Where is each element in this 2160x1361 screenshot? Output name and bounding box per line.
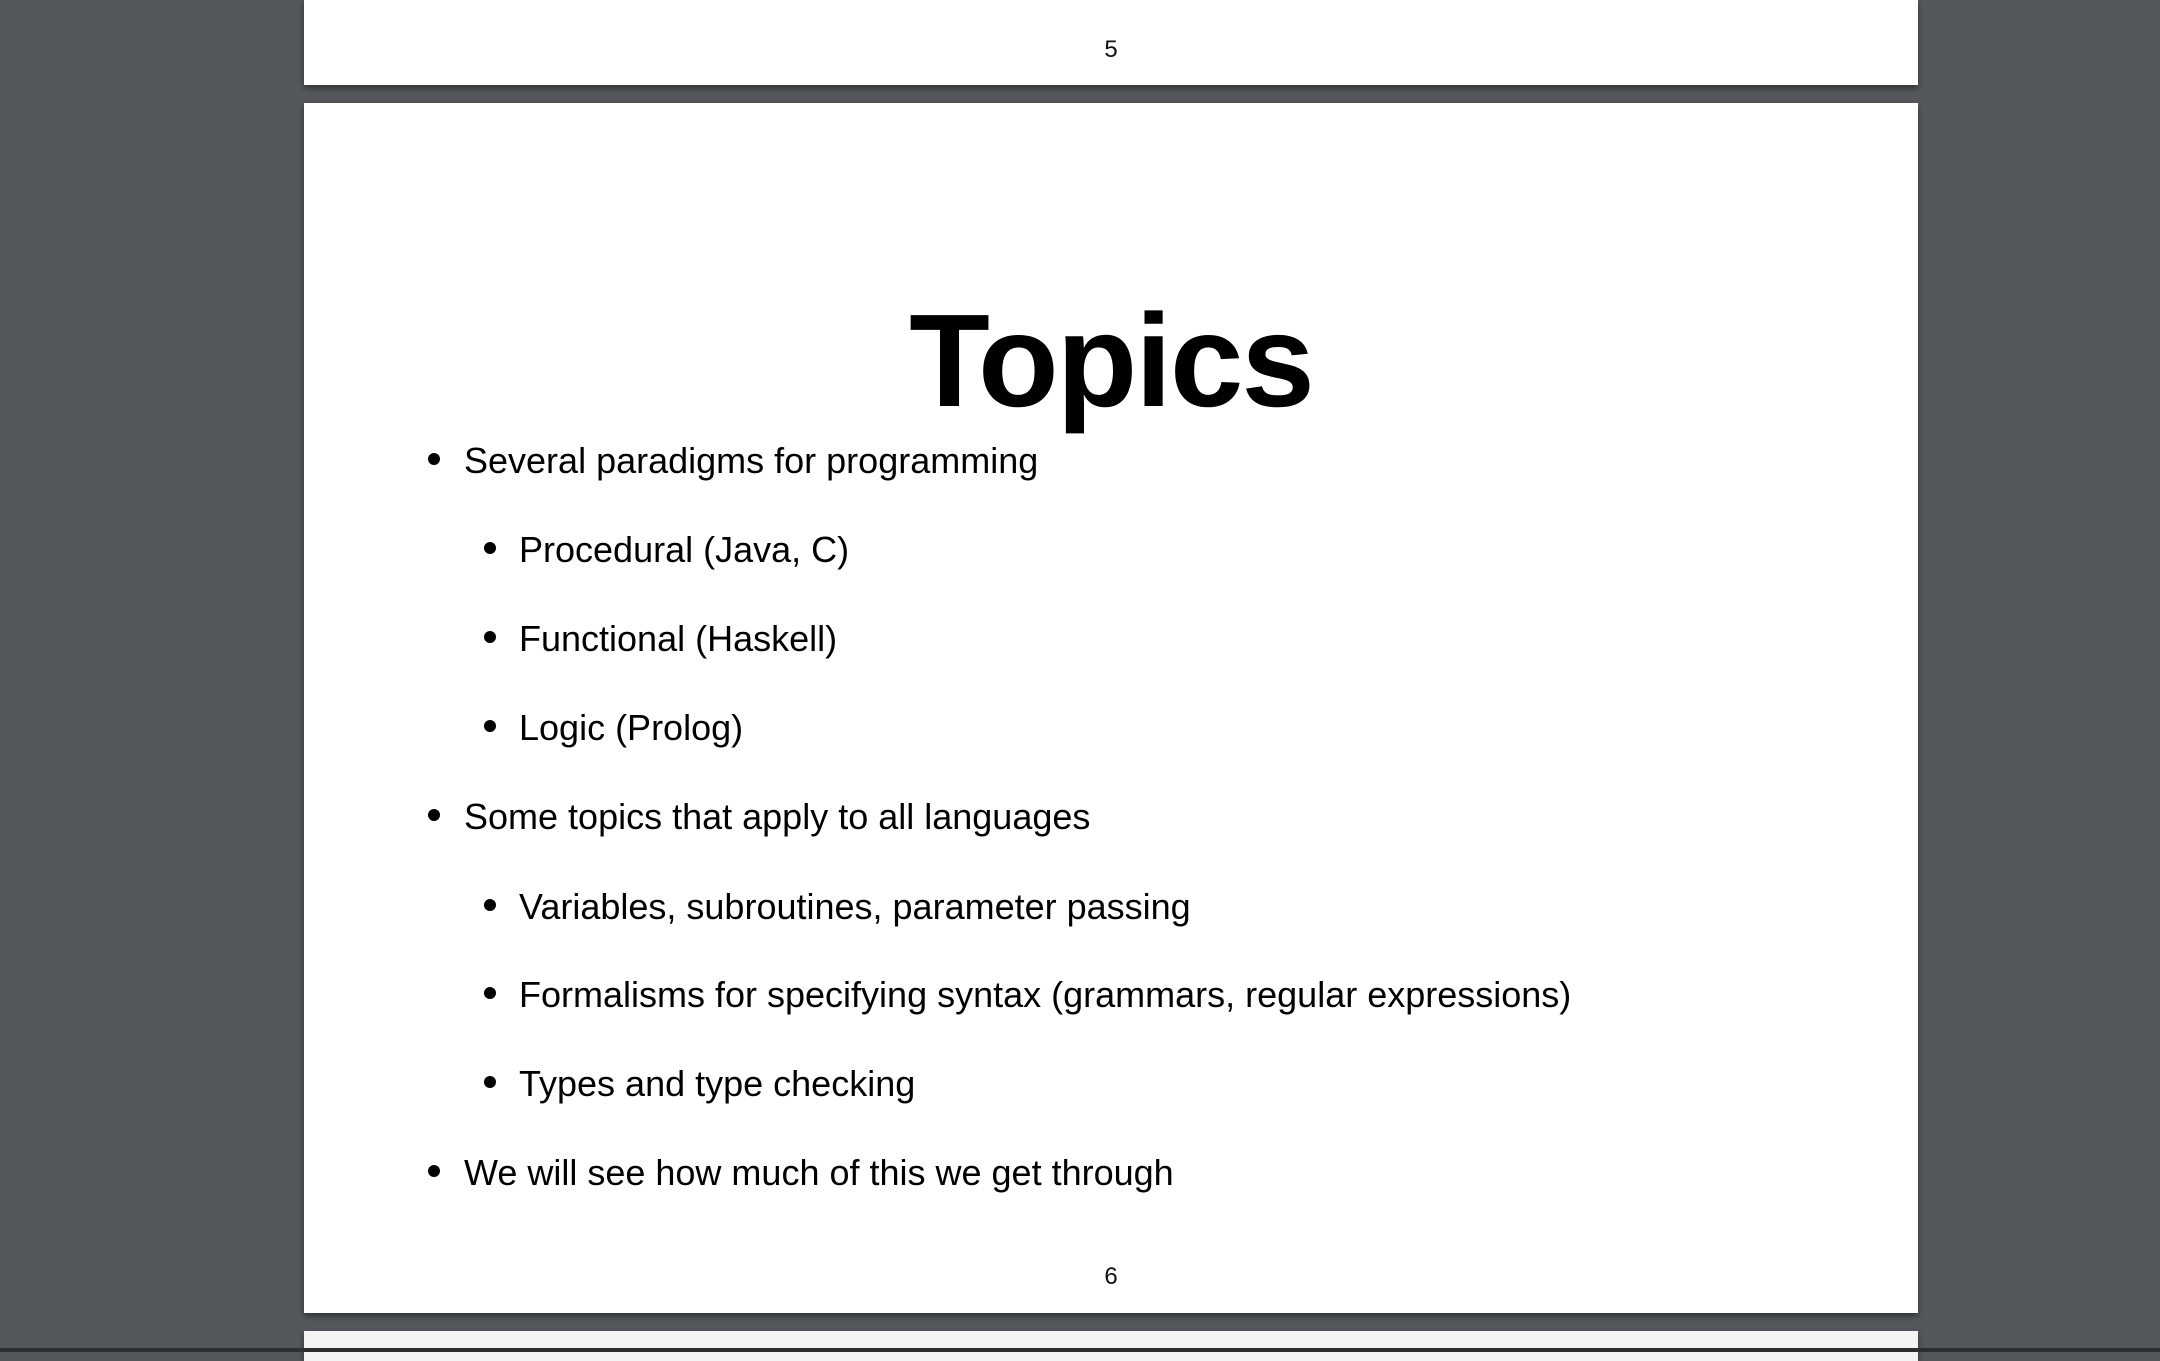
sub-bullet-item: Logic (Prolog) bbox=[484, 707, 744, 748]
bullet-dot-icon bbox=[484, 542, 496, 554]
sub-bullet-item: Formalisms for specifying syntax (gramma… bbox=[484, 974, 1572, 1015]
bullet-item: We will see how much of this we get thro… bbox=[428, 1152, 1174, 1193]
current-page: Topics Several paradigms for programming… bbox=[304, 103, 1918, 1313]
slide-title: Topics bbox=[909, 287, 1315, 434]
bullet-dot-icon bbox=[484, 1076, 496, 1088]
bullet-text: Procedural (Java, C) bbox=[519, 529, 850, 570]
bullet-dot-icon bbox=[428, 453, 440, 465]
bullet-text: Some topics that apply to all languages bbox=[464, 796, 1091, 837]
sub-bullet-item: Functional (Haskell) bbox=[484, 618, 838, 659]
bullet-text: Several paradigms for programming bbox=[464, 440, 1039, 481]
bullet-text: Functional (Haskell) bbox=[519, 618, 838, 659]
sub-bullet-item: Types and type checking bbox=[484, 1063, 916, 1104]
bullet-text: We will see how much of this we get thro… bbox=[464, 1152, 1174, 1193]
sub-bullet-item: Variables, subroutines, parameter passin… bbox=[484, 886, 1191, 927]
bullet-dot-icon bbox=[484, 631, 496, 643]
bullet-dot-icon bbox=[428, 809, 440, 821]
next-page bbox=[304, 1331, 1918, 1361]
bullet-dot-icon bbox=[484, 720, 496, 732]
bullet-text: Variables, subroutines, parameter passin… bbox=[519, 886, 1191, 927]
window-bottom-edge bbox=[0, 1348, 2160, 1352]
sub-bullet-item: Procedural (Java, C) bbox=[484, 529, 850, 570]
bullet-text: Types and type checking bbox=[519, 1063, 916, 1104]
page-number: 6 bbox=[1104, 1263, 1118, 1290]
bullet-dot-icon bbox=[484, 899, 496, 911]
bullet-item: Several paradigms for programming bbox=[428, 440, 1039, 481]
bullet-dot-icon bbox=[428, 1165, 440, 1177]
bullet-dot-icon bbox=[484, 987, 496, 999]
page-number: 5 bbox=[1104, 36, 1118, 63]
bullet-item: Some topics that apply to all languages bbox=[428, 796, 1091, 837]
previous-page: 5 bbox=[304, 0, 1918, 85]
bullet-text: Logic (Prolog) bbox=[519, 707, 744, 748]
bullet-text: Formalisms for specifying syntax (gramma… bbox=[519, 974, 1572, 1015]
